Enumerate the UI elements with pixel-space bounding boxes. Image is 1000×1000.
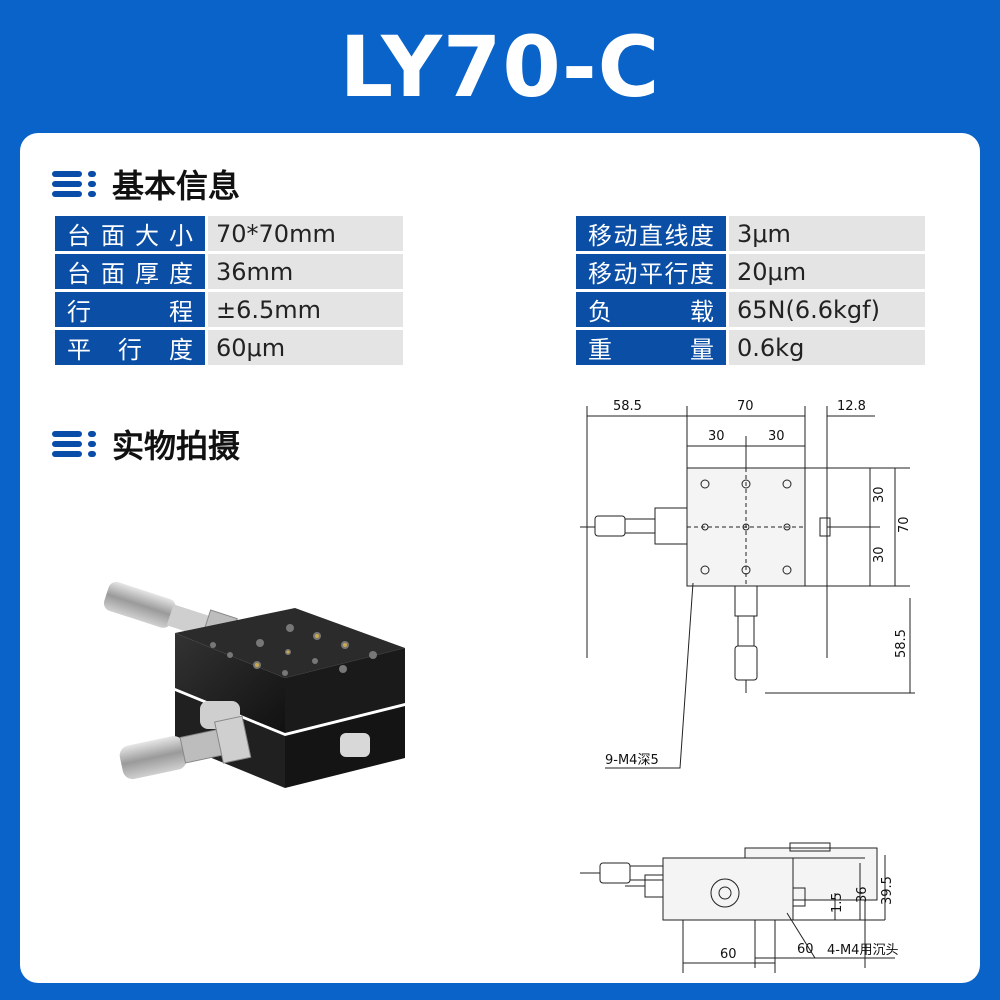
dim-label: 39.5 — [880, 876, 895, 905]
product-title: LY70-C — [339, 18, 661, 116]
list-icon — [52, 429, 98, 459]
list-icon — [52, 169, 98, 199]
dim-label: 30 — [872, 486, 887, 503]
dim-label: 60 — [720, 947, 737, 962]
basic-info-heading: 基本信息 — [52, 161, 240, 207]
dim-label: 30 — [768, 429, 785, 444]
dim-label: 58.5 — [894, 629, 909, 658]
photo-title: 实物拍摄 — [112, 427, 241, 465]
dim-label: 70 — [737, 399, 754, 414]
dim-label: 60 — [797, 942, 814, 957]
product-photo — [103, 581, 405, 788]
basic-info-title: 基本信息 — [112, 167, 241, 205]
dim-label: 12.8 — [837, 399, 866, 414]
hole-note: 4-M4用沉头 — [827, 943, 898, 958]
front-view-drawing: 1.5 36 39.5 60 4-M4用沉头 — [580, 855, 898, 973]
technical-drawing: 58.5 70 12.8 30 30 30 30 70 58.5 9-M4深5 … — [580, 399, 915, 968]
dim-label: 70 — [897, 516, 912, 533]
dim-label: 30 — [708, 429, 725, 444]
hole-note: 9-M4深5 — [605, 753, 659, 768]
dim-label: 1.5 — [830, 892, 845, 913]
dim-label: 58.5 — [613, 399, 642, 414]
dim-label: 36 — [855, 886, 870, 903]
spec-row: 行 程±6.5mm — [55, 292, 403, 327]
dim-label: 30 — [872, 546, 887, 563]
photo-heading: 实物拍摄 — [52, 421, 240, 467]
